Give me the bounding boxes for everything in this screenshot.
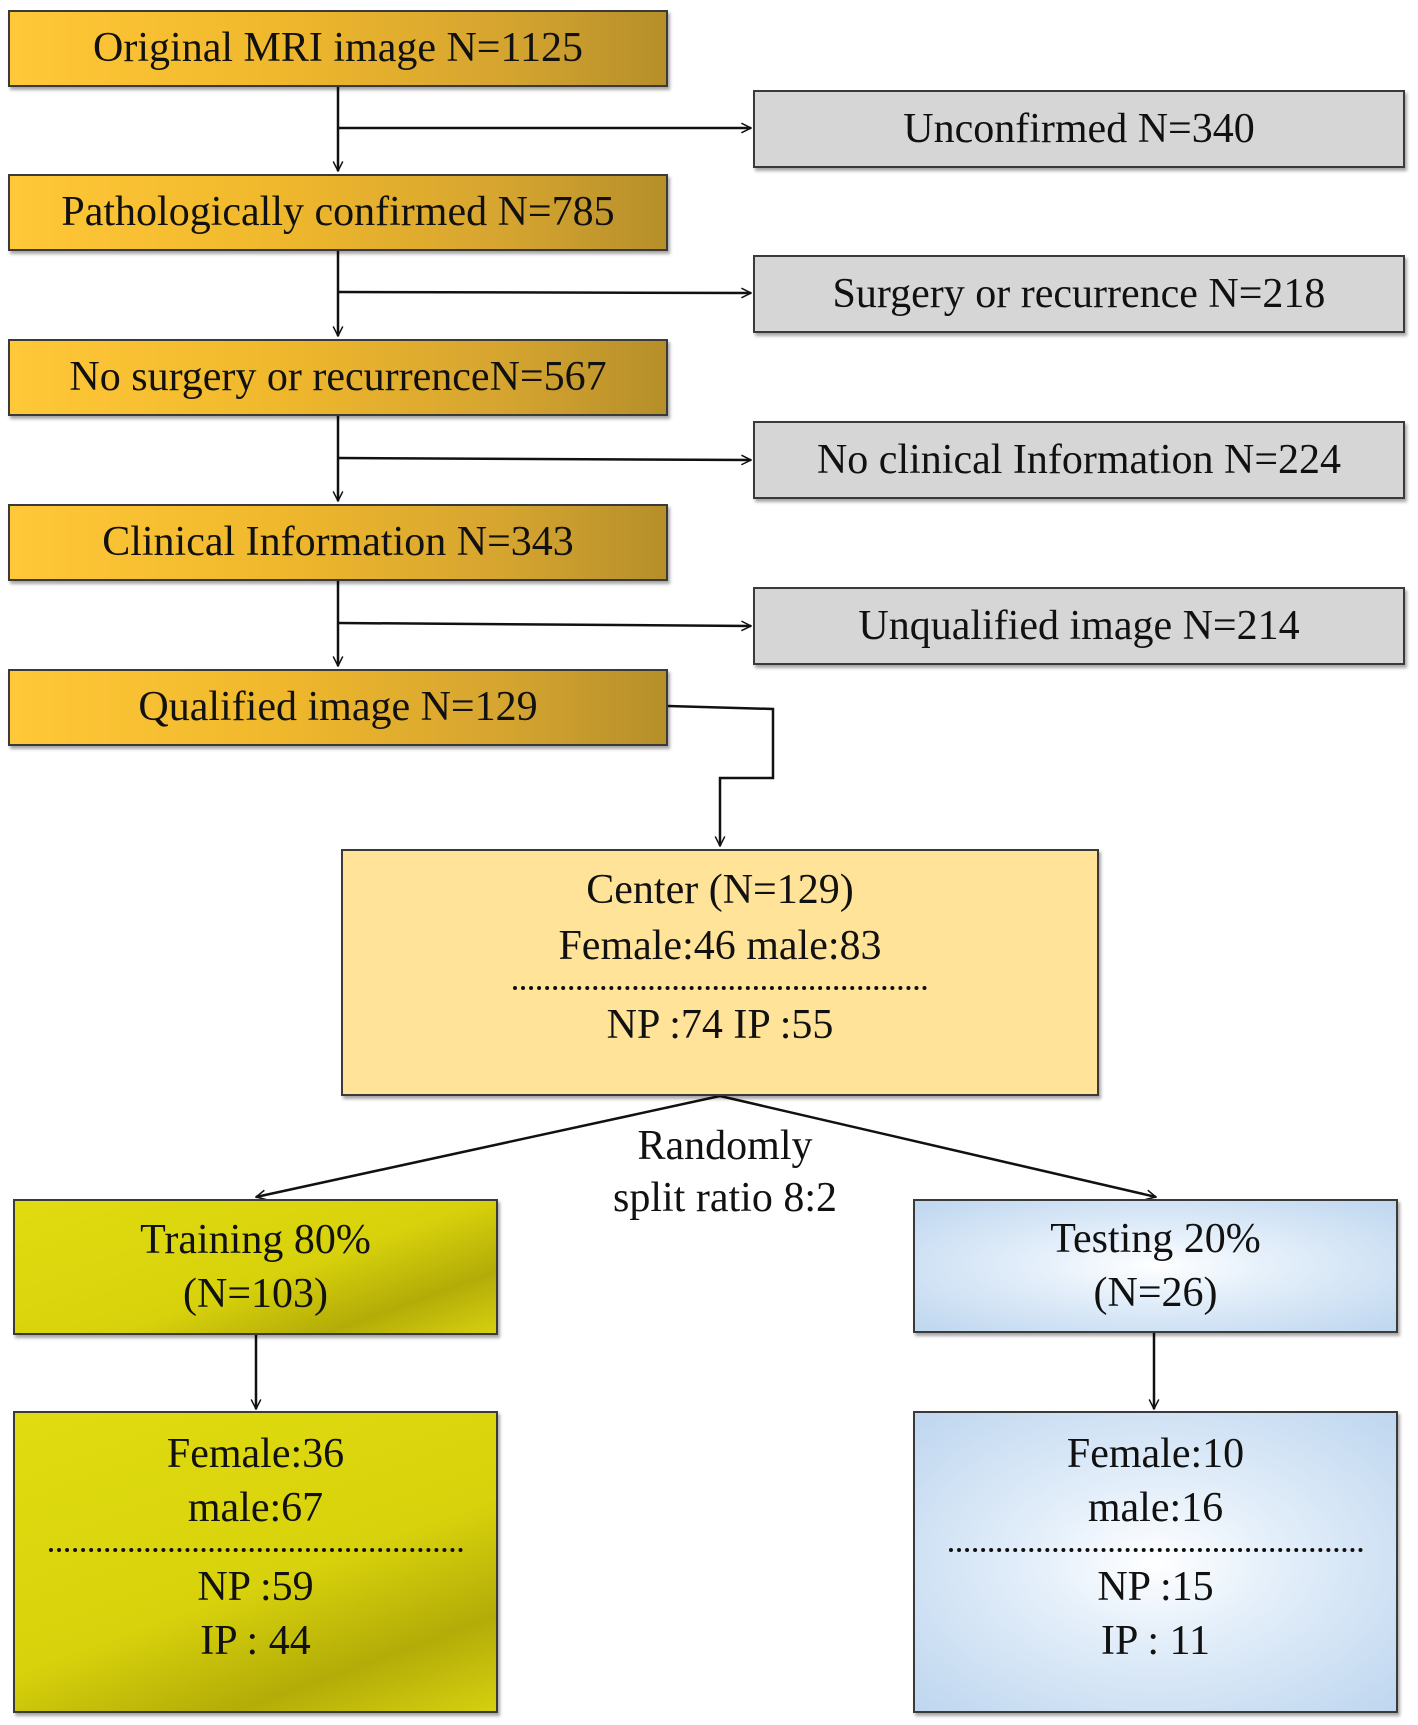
training-female: Female:36 bbox=[166, 1431, 345, 1477]
training-np: NP :59 bbox=[197, 1563, 314, 1610]
step-original-mri: Original MRI image N=1125 bbox=[8, 10, 668, 87]
arrow-step5-to-center bbox=[667, 704, 775, 846]
training-set-box: Training 80% (N=103) bbox=[13, 1199, 498, 1335]
training-stats-box: Female:36 male:67 NP :59 IP : 44 bbox=[13, 1411, 498, 1713]
split-label: Randomly split ratio 8:2 bbox=[560, 1121, 890, 1224]
step-label: No surgery or recurrenceN=567 bbox=[69, 354, 607, 401]
arrow-to-exclusion3 bbox=[337, 458, 751, 460]
testing-male: male:16 bbox=[1087, 1485, 1224, 1532]
step-pathologically-confirmed: Pathologically confirmed N=785 bbox=[8, 174, 668, 251]
testing-np: NP :15 bbox=[1097, 1563, 1214, 1610]
center-cohort-box: Center (N=129) Female:46 male:83 NP :74 … bbox=[341, 849, 1099, 1096]
dotted-divider bbox=[513, 985, 927, 990]
arrow-center-to-training bbox=[256, 1094, 721, 1197]
testing-ip: IP : 11 bbox=[1101, 1618, 1210, 1665]
testing-female: Female:10 bbox=[1066, 1431, 1245, 1477]
step-label: Clinical Information N=343 bbox=[102, 519, 574, 566]
exclusion-unconfirmed: Unconfirmed N=340 bbox=[753, 90, 1405, 168]
exclusion-surgery-or-recurrence: Surgery or recurrence N=218 bbox=[753, 255, 1405, 333]
exclusion-label: Surgery or recurrence N=218 bbox=[832, 270, 1326, 317]
step-label: Qualified image N=129 bbox=[138, 684, 538, 731]
exclusion-unqualified-image: Unqualified image N=214 bbox=[753, 587, 1405, 665]
step-label: Original MRI image N=1125 bbox=[93, 25, 583, 72]
center-title: Center (N=129) bbox=[586, 867, 854, 913]
exclusion-label: Unqualified image N=214 bbox=[858, 602, 1300, 649]
arrow-to-exclusion2 bbox=[337, 292, 751, 293]
split-label-line2: split ratio 8:2 bbox=[613, 1175, 837, 1222]
arrow-center-to-testing bbox=[719, 1094, 1156, 1197]
exclusion-no-clinical-information: No clinical Information N=224 bbox=[753, 421, 1405, 499]
training-title: Training 80% bbox=[140, 1216, 371, 1263]
training-male: male:67 bbox=[187, 1485, 324, 1532]
step-no-surgery-or-recurrence: No surgery or recurrenceN=567 bbox=[8, 339, 668, 416]
arrow-to-exclusion4 bbox=[337, 623, 751, 626]
step-qualified-image: Qualified image N=129 bbox=[8, 669, 668, 746]
testing-stats-box: Female:10 male:16 NP :15 IP : 11 bbox=[913, 1411, 1398, 1713]
step-label: Pathologically confirmed N=785 bbox=[61, 189, 615, 236]
dotted-divider bbox=[948, 1547, 1363, 1552]
testing-title: Testing 20% bbox=[1050, 1215, 1261, 1262]
dotted-divider bbox=[48, 1547, 463, 1552]
split-label-line1: Randomly bbox=[637, 1123, 813, 1169]
training-ip: IP : 44 bbox=[200, 1618, 311, 1665]
center-type-breakdown: NP :74 IP :55 bbox=[606, 1001, 834, 1048]
exclusion-label: No clinical Information N=224 bbox=[816, 436, 1342, 483]
exclusion-label: Unconfirmed N=340 bbox=[903, 105, 1255, 152]
step-clinical-information: Clinical Information N=343 bbox=[8, 504, 668, 581]
testing-count: (N=26) bbox=[1093, 1270, 1218, 1316]
center-sex-breakdown: Female:46 male:83 bbox=[558, 923, 882, 970]
training-count: (N=103) bbox=[183, 1271, 328, 1317]
testing-set-box: Testing 20% (N=26) bbox=[913, 1199, 1398, 1333]
